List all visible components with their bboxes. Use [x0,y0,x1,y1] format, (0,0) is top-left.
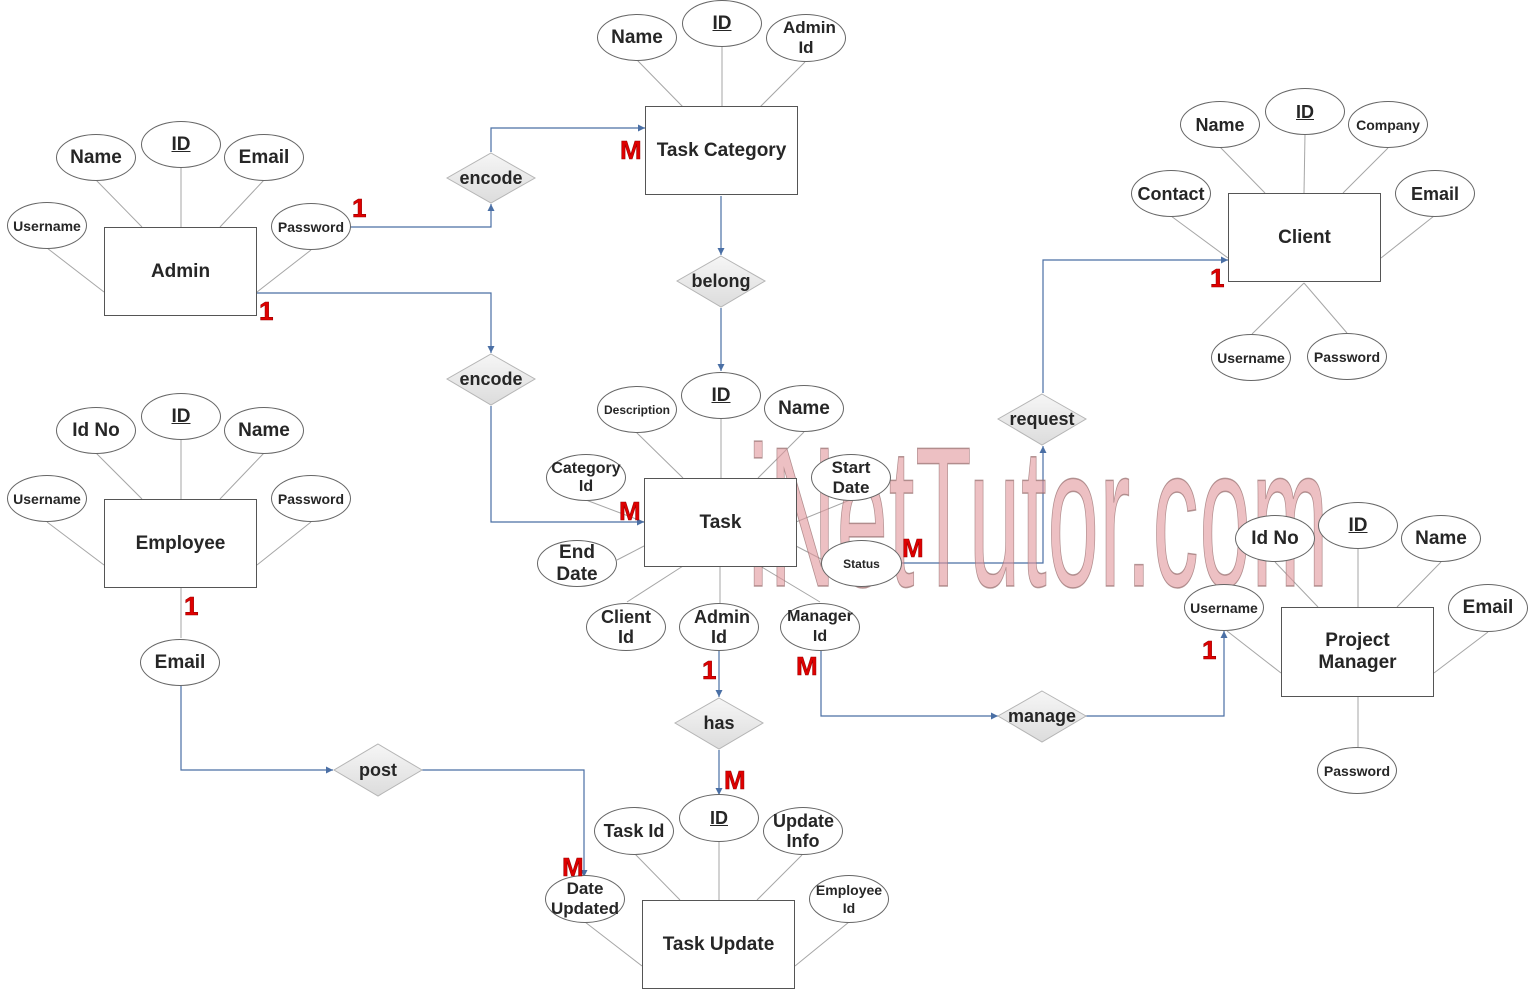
attr-employee-email[interactable]: Email [140,639,220,686]
diamond-shape [674,697,764,750]
attr-task-start-date[interactable]: Start Date [811,454,891,501]
cardinality-admin-box: 1 [259,296,274,326]
attr-task-name[interactable]: Name [764,385,844,432]
rel-has[interactable]: has [674,697,764,750]
attr-pm-id-no[interactable]: Id No [1235,515,1315,562]
attr-pm-email[interactable]: Email [1448,584,1528,632]
attr-admin-id[interactable]: ID [141,121,221,168]
entity-project-manager[interactable]: Project Manager [1281,607,1434,697]
attr-update-id[interactable]: ID [679,794,759,842]
entity-employee[interactable]: Employee [104,499,257,588]
attr-category-name[interactable]: Name [597,14,677,61]
attr-task-id[interactable]: ID [681,372,761,419]
attr-employee-id-no[interactable]: Id No [56,407,136,454]
attr-update-date-updated[interactable]: Date Updated [545,875,625,923]
attr-employee-password[interactable]: Password [271,475,351,522]
entity-label: Task Category [656,139,787,161]
entity-task-category[interactable]: Task Category [645,106,798,195]
attr-admin-email[interactable]: Email [224,134,304,181]
cardinality-admin-password: 1 [352,193,367,223]
attr-task-manager-id[interactable]: Manager Id [780,603,860,651]
attr-client-id[interactable]: ID [1265,88,1345,135]
attr-pm-username[interactable]: Username [1184,584,1264,631]
cardinality-task-status: M [902,533,924,563]
attr-task-end-date[interactable]: End Date [537,540,617,587]
entity-admin[interactable]: Admin [104,227,257,316]
rel-manage[interactable]: manage [997,690,1087,743]
attr-employee-username[interactable]: Username [7,475,87,522]
attr-update-task-id[interactable]: Task Id [594,807,674,855]
rel-encode-task[interactable]: encode [446,353,536,406]
rel-post[interactable]: post [333,743,423,797]
cardinality-task-update-date: M [562,852,584,882]
cardinality-task-update-id: M [724,765,746,795]
diamond-shape [446,152,536,204]
diamond-shape [446,353,536,406]
entity-label: Task Update [662,933,775,955]
cardinality-task-admin-id: 1 [702,655,717,685]
attr-client-contact[interactable]: Contact [1131,170,1211,217]
attr-admin-name[interactable]: Name [56,134,136,181]
entity-label: Task [699,511,742,533]
attr-task-category-id[interactable]: Category Id [546,454,626,501]
cardinality-employee: 1 [184,591,199,621]
attr-client-company[interactable]: Company [1348,101,1428,148]
attr-update-employee-id[interactable]: Employee Id [809,875,889,923]
attr-pm-password[interactable]: Password [1317,747,1397,794]
attr-task-admin-id[interactable]: Admin Id [679,603,759,651]
attr-task-client-id[interactable]: Client Id [586,603,666,651]
attr-client-password[interactable]: Password [1307,333,1387,380]
cardinality-pm-username: 1 [1202,635,1217,665]
rel-belong[interactable]: belong [676,255,766,308]
attr-pm-name[interactable]: Name [1401,515,1481,562]
attr-client-name[interactable]: Name [1180,101,1260,148]
attr-category-admin-id[interactable]: Admin Id [766,14,846,62]
cardinality-task-manager-id: M [796,651,818,681]
cardinality-client: 1 [1210,263,1225,293]
entity-label: Employee [135,532,226,554]
attr-client-username[interactable]: Username [1211,334,1291,381]
attr-pm-id[interactable]: ID [1318,502,1398,549]
attr-admin-username[interactable]: Username [7,202,87,249]
cardinality-task-category: M [620,135,642,165]
attr-admin-password[interactable]: Password [271,203,351,250]
rel-request[interactable]: request [997,393,1087,446]
attr-update-info[interactable]: Update Info [763,807,843,855]
rel-encode-category[interactable]: encode [446,152,536,204]
attr-task-status[interactable]: Status [821,540,902,587]
entity-task[interactable]: Task [644,478,797,567]
attr-employee-name[interactable]: Name [224,407,304,454]
entity-label: Admin [150,260,211,282]
diamond-shape [333,743,423,797]
attr-category-id[interactable]: ID [682,0,762,47]
diamond-shape [676,255,766,308]
attr-client-email[interactable]: Email [1395,170,1475,217]
attr-task-description[interactable]: Description [597,386,677,433]
diamond-shape [997,393,1087,446]
entity-label: Client [1278,226,1331,248]
diamond-shape [997,690,1087,743]
attr-employee-id[interactable]: ID [141,393,221,440]
entity-label: Project Manager [1318,630,1397,673]
entity-client[interactable]: Client [1228,193,1381,282]
entity-task-update[interactable]: Task Update [642,900,795,989]
cardinality-task-category-id: M [619,496,641,526]
